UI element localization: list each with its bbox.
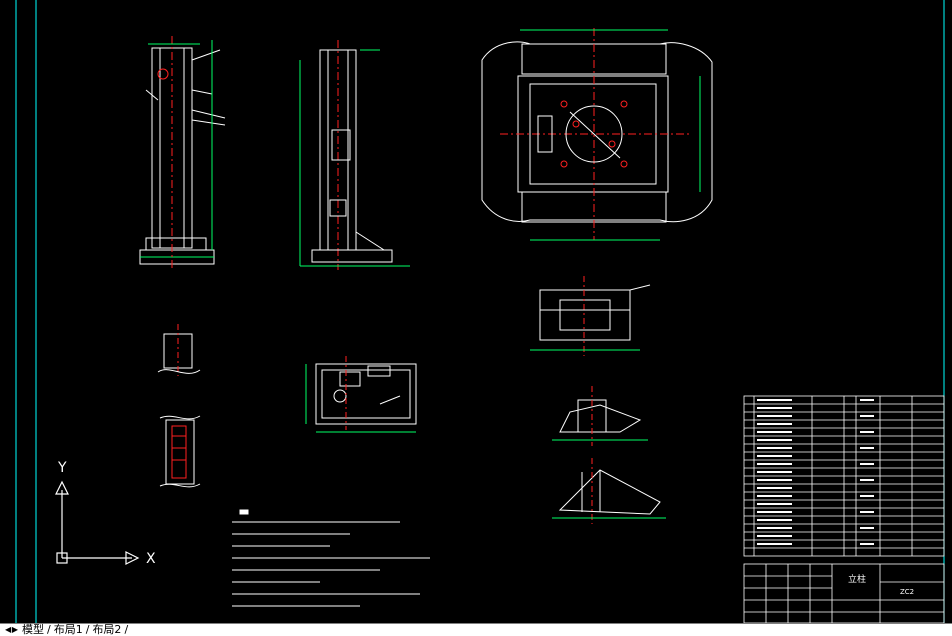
title-block-code: ZC2 <box>900 588 914 596</box>
drawing-canvas[interactable]: Y X <box>0 0 952 623</box>
section-view-middle[interactable] <box>552 386 648 446</box>
ucs-x-label: X <box>146 551 156 567</box>
ucs-icon <box>55 480 140 565</box>
section-view-bottom[interactable] <box>552 458 666 524</box>
tab-separator: / <box>124 623 129 636</box>
tab-separator: / <box>47 623 51 636</box>
detail-view-pipe-top[interactable] <box>157 324 201 376</box>
technical-requirements-notes <box>232 509 430 607</box>
parts-list-table <box>743 395 945 557</box>
tab-nav-next-icon[interactable]: ▶ <box>11 625 19 634</box>
column-front-view[interactable] <box>139 36 226 270</box>
detail-view-ladder[interactable] <box>159 415 201 488</box>
base-plate-view[interactable] <box>305 356 417 433</box>
parts-list-row-marks <box>757 399 874 545</box>
layout-tab-bar: ▏◀ ▶ 模型 / 布局1 / 布局2 / <box>0 623 952 636</box>
tab-layout1[interactable]: 布局1 <box>53 623 83 636</box>
column-side-view[interactable] <box>299 40 410 270</box>
tab-model[interactable]: 模型 <box>22 623 44 636</box>
tab-layout2[interactable]: 布局2 <box>92 623 122 636</box>
title-block-title: 立柱 <box>848 573 866 585</box>
ucs-y-label: Y <box>57 460 67 476</box>
title-block <box>743 563 945 623</box>
tab-separator: / <box>85 623 90 636</box>
section-view-upper-middle[interactable] <box>530 276 651 356</box>
top-plan-section[interactable] <box>481 28 713 241</box>
tab-nav-first-icon[interactable]: ▏◀ <box>0 625 12 634</box>
